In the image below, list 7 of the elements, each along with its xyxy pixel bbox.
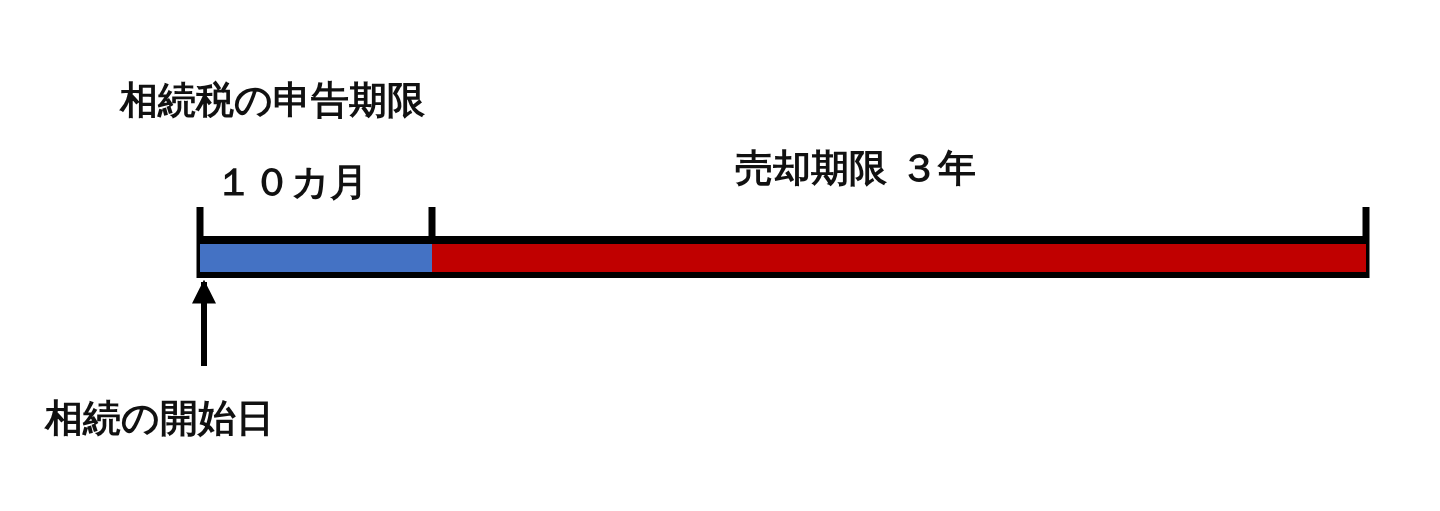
- timeline-bar: [200, 236, 432, 278]
- duration-label: １０カ月: [215, 162, 368, 204]
- deadline-label: 相続税の申告期限: [120, 80, 425, 122]
- timeline-bar: [432, 236, 1366, 278]
- event-label: 相続の開始日: [45, 398, 274, 440]
- arrow: [192, 279, 216, 366]
- duration-label: 売却期限 ３年: [735, 148, 977, 190]
